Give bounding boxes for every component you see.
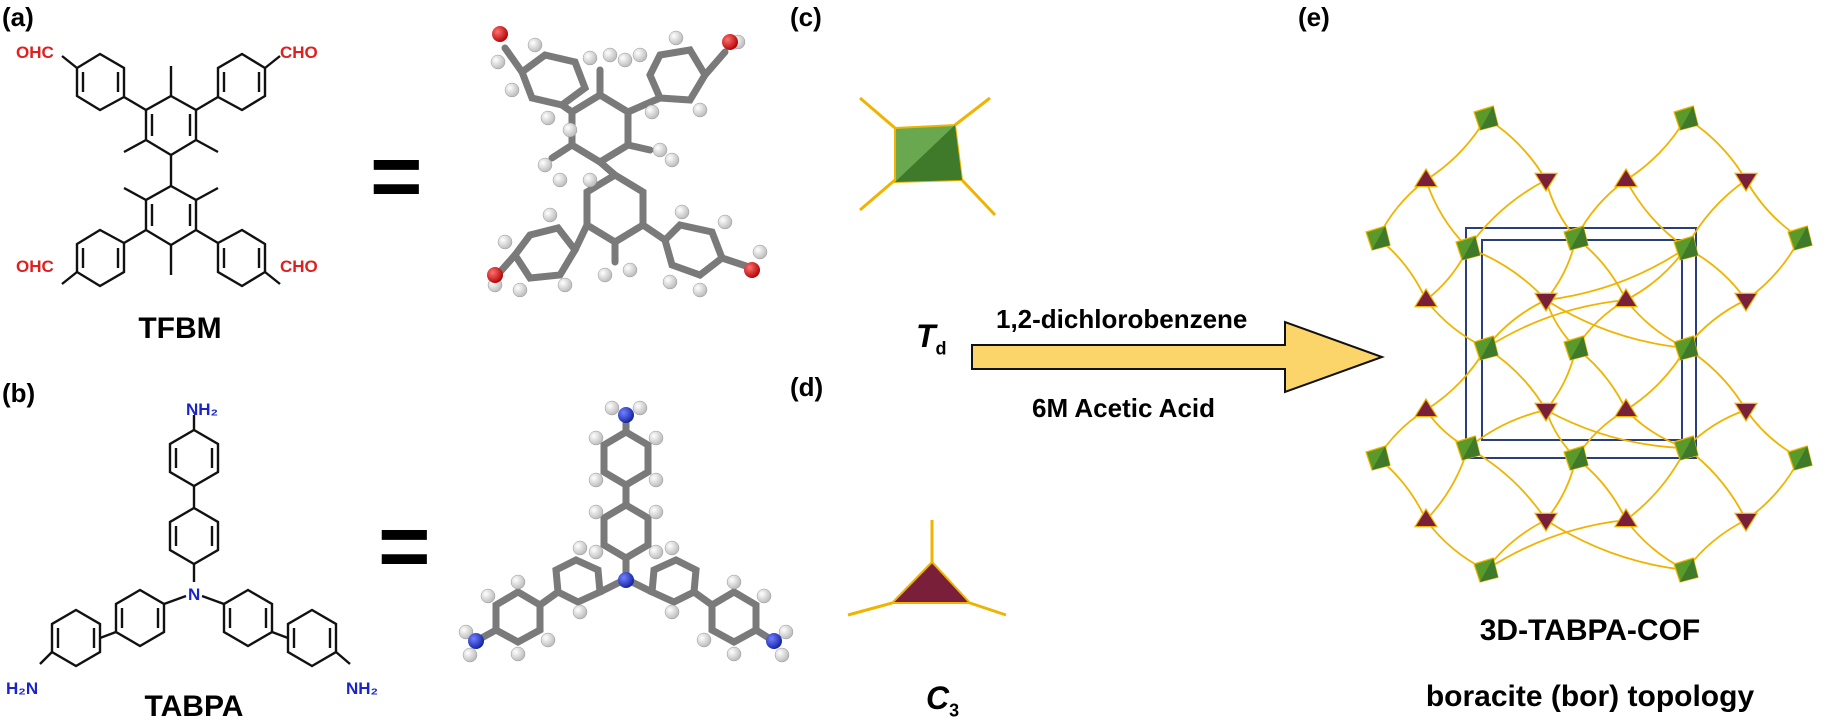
tfbm-group-bottom-right: CHO [280, 257, 318, 276]
trigonal-node [1413, 397, 1439, 418]
tetrahedral-node-shade [1480, 336, 1498, 360]
framework-linker [1625, 347, 1687, 411]
tabpa-group-right: NH₂ [346, 679, 378, 698]
panel-label-c: (c) [790, 2, 822, 32]
tetrahedral-node-shade [1462, 236, 1480, 260]
tabpa-structure [39, 415, 351, 668]
trigonal-node [1533, 512, 1559, 533]
framework-linker [1425, 179, 1469, 249]
panel-label-d: (d) [790, 372, 824, 402]
framework-linker [1545, 519, 1687, 571]
trigonal-node [1613, 397, 1639, 418]
framework-linker [1575, 237, 1627, 301]
td-symmetry-label: Td [916, 318, 947, 359]
tetrahedral-node-shade [1570, 226, 1588, 250]
framework-linker [1575, 347, 1627, 411]
trigonal-node [1533, 402, 1559, 423]
framework-linker [1625, 117, 1687, 181]
tetrahedral-node-shade [1680, 336, 1698, 360]
trigonal-node [1733, 512, 1759, 533]
framework-linker [1485, 117, 1547, 181]
tfbm-name: TFBM [138, 312, 222, 345]
panel-label-e: (e) [1298, 2, 1330, 32]
tetrahedral-node-shade [1480, 106, 1498, 130]
framework-linker [1485, 519, 1547, 571]
tetrahedral-node-shade [1570, 446, 1588, 470]
tfbm-group-bottom-left: OHC [16, 257, 54, 276]
tfbm-group-top-right: CHO [280, 43, 318, 62]
framework-linker [1625, 179, 1687, 249]
c3-symmetry-label: C3 [926, 680, 960, 721]
trigonal-node [1413, 167, 1439, 188]
framework-linker [1575, 457, 1627, 521]
reaction-solvent: 1,2-dichlorobenzene [996, 304, 1248, 334]
framework-linker [1685, 117, 1747, 181]
framework-linker [1425, 347, 1487, 411]
tetrahedral-node-shade [1794, 446, 1812, 470]
panel-label-b: (b) [2, 378, 36, 408]
tetrahedral-node-shade [1680, 106, 1698, 130]
reaction-catalyst: 6M Acetic Acid [1032, 393, 1216, 423]
tabpa-core-nitrogen: N [188, 585, 200, 604]
tetrahedral-node-shade [1680, 558, 1698, 582]
equals-sign-bottom: = [378, 497, 431, 597]
tabpa-name: TABPA [144, 690, 244, 723]
trigonal-node [1733, 292, 1759, 313]
tfbm-group-top-left: OHC [16, 43, 54, 62]
trigonal-node [1413, 287, 1439, 308]
equals-sign-top: = [370, 127, 423, 227]
trigonal-node [1413, 507, 1439, 528]
tetrahedral-node-shade [1372, 446, 1390, 470]
bor-network-diagram [1365, 105, 1813, 583]
framework-linker [1545, 409, 1687, 449]
trigonal-node [1613, 287, 1639, 308]
framework-linker [1377, 237, 1427, 301]
trigonal-node-icon [847, 520, 1007, 617]
tetrahedral-node-icon [859, 96, 997, 217]
tabpa-group-top: NH₂ [186, 400, 218, 419]
trigonal-node [1733, 402, 1759, 423]
framework-linker [1545, 247, 1687, 301]
tetrahedral-node-shade [1570, 336, 1588, 360]
tetrahedral-node-shade [1480, 558, 1498, 582]
tfbm-3d-model [487, 26, 768, 298]
framework-linker [1685, 519, 1747, 571]
trigonal-node [1613, 507, 1639, 528]
framework-linker [1745, 179, 1801, 239]
trigonal-node [1533, 172, 1559, 193]
tetrahedral-node-shade [1794, 226, 1812, 250]
trigonal-node [1733, 172, 1759, 193]
framework-linker [1745, 457, 1801, 521]
trigonal-node [1613, 167, 1639, 188]
product-name: 3D-TABPA-COF [1479, 614, 1701, 647]
product-topology: boracite (bor) topology [1425, 680, 1755, 713]
framework-linker [1745, 237, 1801, 301]
tabpa-3d-model [458, 400, 794, 663]
framework-linker [1377, 457, 1427, 521]
tetrahedral-node-shade [1680, 236, 1698, 260]
framework-linker [1545, 299, 1687, 349]
tetrahedral-node-shade [1680, 436, 1698, 460]
framework-linker [1625, 247, 1687, 301]
reaction-arrow [971, 320, 1385, 394]
framework-linker [1485, 519, 1627, 571]
tabpa-group-left: H₂N [6, 679, 38, 698]
framework-linker [1485, 347, 1547, 411]
trigonal-node [1533, 292, 1559, 313]
panel-label-a: (a) [2, 2, 34, 32]
framework-linker [1467, 179, 1547, 249]
tetrahedral-node-shade [1462, 436, 1480, 460]
tetrahedral-node-shade [1372, 226, 1390, 250]
framework-linker [1425, 117, 1487, 181]
framework-linker [1467, 409, 1547, 449]
tfbm-structure [61, 52, 281, 288]
